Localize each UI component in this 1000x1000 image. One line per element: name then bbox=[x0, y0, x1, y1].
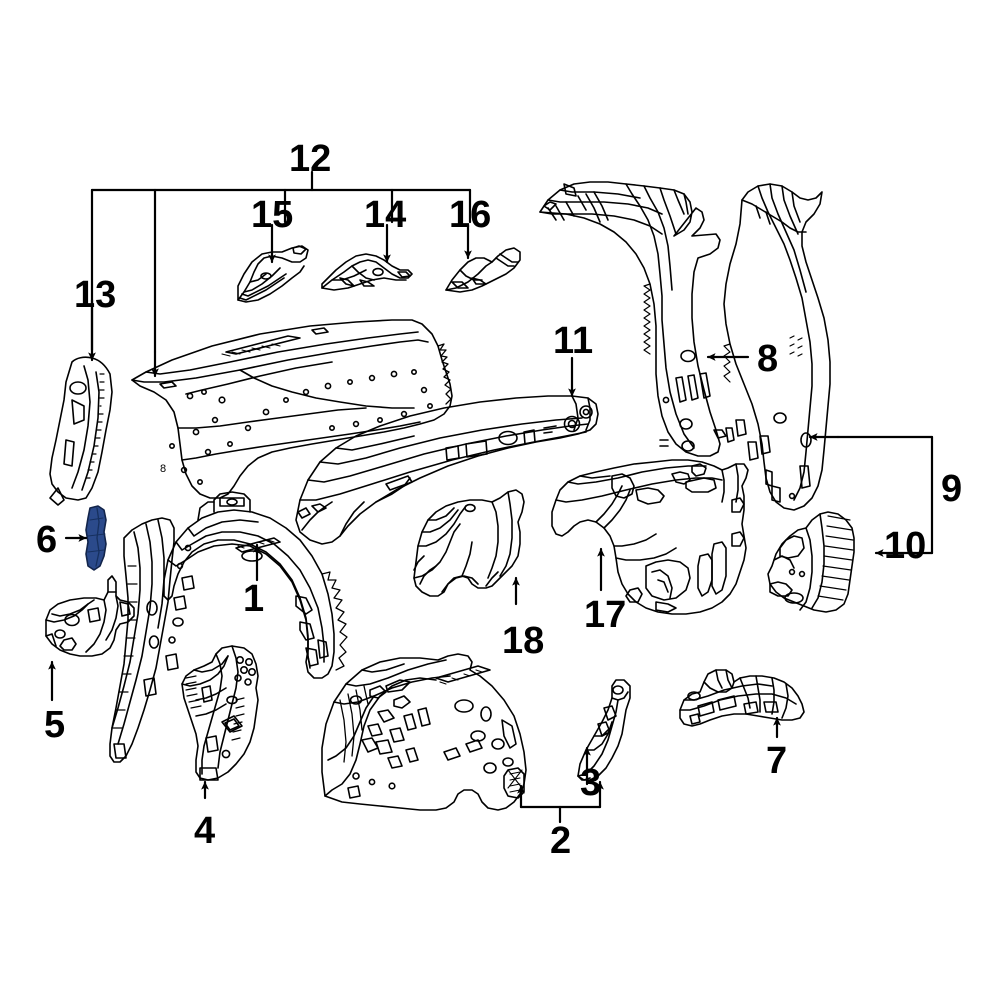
part-16-roof-rail-bracket-rear bbox=[445, 247, 521, 293]
part-12-body-side-inner-panel: 8 bbox=[131, 319, 453, 499]
part-11-rocker-sill-panel bbox=[295, 395, 599, 545]
callout-label-18: 18 bbox=[502, 620, 545, 662]
part-1-quarter-panel-inner bbox=[109, 491, 348, 763]
callout-label-17: 17 bbox=[584, 594, 627, 636]
part-6-highlighted-bracket bbox=[85, 505, 107, 571]
callout-label-5: 5 bbox=[44, 704, 66, 746]
callout-label-7: 7 bbox=[766, 740, 788, 782]
part-18-rear-seat-back-support-bracket bbox=[413, 489, 525, 597]
callout-label-11: 11 bbox=[553, 320, 594, 362]
callout-label-10: 10 bbox=[884, 525, 927, 567]
callout-label-4: 4 bbox=[194, 810, 216, 852]
callout-label-16: 16 bbox=[449, 194, 492, 236]
callout-label-13: 13 bbox=[74, 274, 117, 316]
part-13-rear-pillar-reinforcement bbox=[49, 356, 113, 506]
part-5-rocker-panel-reinforcement bbox=[45, 575, 135, 657]
callout-label-8: 8 bbox=[757, 338, 779, 380]
part-8-front-pillar-inner-upper bbox=[539, 181, 727, 457]
part-15-roof-rail-bracket-front bbox=[237, 245, 309, 303]
callout-label-1: 1 bbox=[243, 578, 265, 620]
svg-text:8: 8 bbox=[160, 463, 166, 475]
callout-label-2: 2 bbox=[550, 820, 572, 862]
callout-bracket-9 bbox=[836, 435, 934, 555]
callout-label-15: 15 bbox=[251, 194, 294, 236]
callout-label-3: 3 bbox=[580, 762, 602, 804]
callout-label-14: 14 bbox=[364, 194, 407, 236]
part-4-seatbelt-retractor-reinforcement bbox=[181, 645, 259, 781]
part-14-roof-rail-bracket-center bbox=[321, 253, 413, 291]
callout-bracket-12 bbox=[90, 170, 472, 354]
part-17-rear-wheelhouse-inner-panel bbox=[551, 459, 749, 615]
callout-label-6: 6 bbox=[36, 519, 58, 561]
callout-bracket-2 bbox=[519, 788, 602, 824]
part-9-front-pillar-outer bbox=[723, 183, 831, 511]
callout-label-12: 12 bbox=[289, 138, 332, 180]
part-7-rear-floor-crossmember-extension bbox=[679, 669, 805, 727]
part-10-front-pillar-lower-reinforcement bbox=[767, 511, 855, 613]
callout-label-9: 9 bbox=[941, 468, 963, 510]
part-2-wheelhouse-assembly bbox=[321, 653, 527, 811]
